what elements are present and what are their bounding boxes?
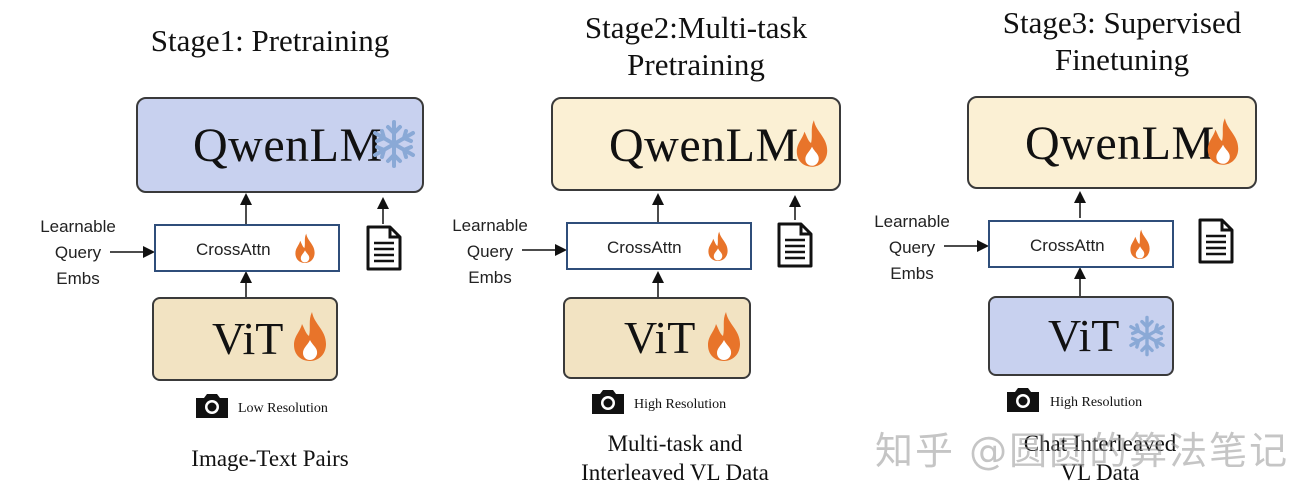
stage-3-data-label: Chat Interleaved VL Data: [1023, 431, 1177, 485]
stage-3-crossattn-label: CrossAttn: [1030, 236, 1105, 255]
snowflake-icon: [1129, 315, 1165, 357]
flame-icon: [295, 233, 315, 263]
stage-3-qwenlm-box: [967, 96, 1257, 189]
stage-3-learnable-query: Learnable Query Embs: [874, 212, 950, 283]
stage-2-learnable-query: Learnable Query Embs: [452, 216, 528, 287]
camera-icon: [1007, 388, 1039, 412]
stage-1-qwenlm-label: QwenLM: [193, 119, 383, 172]
flame-icon: [1130, 229, 1150, 259]
stage-2-crossattn-label: CrossAttn: [607, 238, 682, 257]
flame-icon: [708, 231, 728, 261]
stage-2-title: Stage2:Multi-task Pretraining: [584, 10, 808, 82]
stage-1-crossattn-label: CrossAttn: [196, 240, 271, 259]
stage-3-title: Stage3: Supervised Finetuning: [1002, 5, 1242, 77]
camera-icon: [196, 394, 228, 418]
stage-2-vit-label: ViT: [624, 312, 696, 363]
flame-icon: [796, 120, 828, 167]
camera-icon: [592, 390, 624, 414]
stage-1-title: Stage1: Pretraining: [150, 23, 390, 58]
stage-1-data-label: Image-Text Pairs: [191, 446, 349, 471]
stage-3-resolution-label: High Resolution: [1050, 395, 1143, 410]
document-icon: [777, 222, 813, 268]
stage-2-arrows: [522, 193, 801, 298]
watermark: 知乎 @圆圆的算法笔记: [875, 429, 1290, 473]
stage-1-resolution-label: Low Resolution: [238, 401, 328, 416]
stage-2-qwenlm-label: QwenLM: [609, 119, 799, 172]
stage-1-learnable-query: Learnable Query Embs: [40, 217, 116, 288]
stage-3-vit-label: ViT: [1048, 310, 1120, 361]
stage-1-arrows: [110, 193, 389, 298]
document-icon: [366, 225, 402, 271]
stage-3-qwenlm-label: QwenLM: [1025, 117, 1215, 170]
stage-1-vit-label: ViT: [212, 313, 284, 364]
stage-2-resolution-label: High Resolution: [634, 397, 727, 412]
stage-3-arrows: [944, 191, 1086, 296]
stage-3-vit-box: [988, 296, 1174, 376]
flame-icon: [1207, 118, 1239, 165]
stage-1-qwenlm-box: [136, 97, 424, 193]
flame-icon: [294, 312, 326, 361]
document-icon: [1198, 218, 1234, 264]
flame-icon: [708, 312, 740, 361]
stage-2-qwenlm-box: [551, 97, 841, 191]
stage-2-data-label: Multi-task and Interleaved VL Data: [581, 431, 769, 485]
snowflake-icon: [373, 120, 415, 168]
